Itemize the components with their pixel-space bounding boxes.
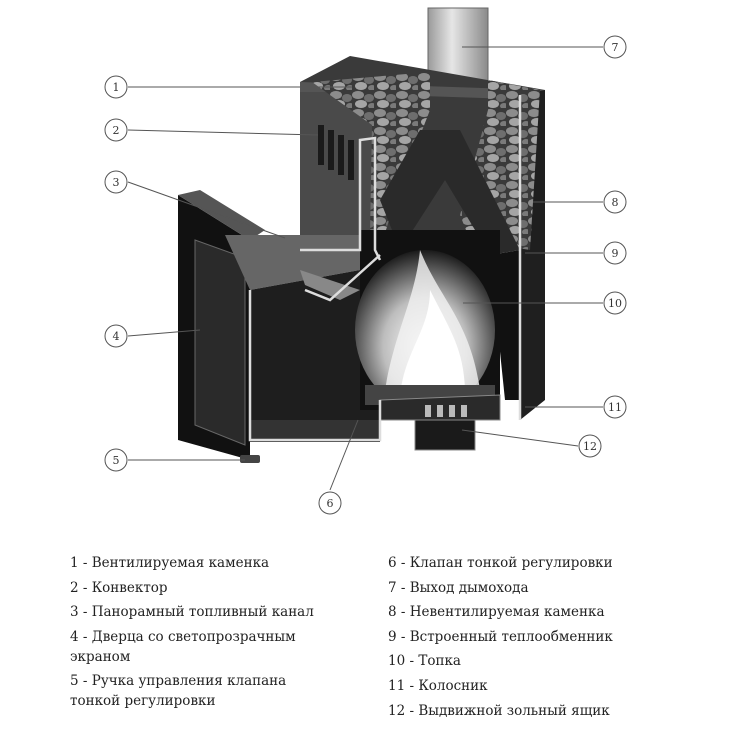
svg-text:10: 10 bbox=[608, 297, 622, 310]
callout-6: 6 bbox=[318, 491, 342, 515]
svg-text:2: 2 bbox=[113, 124, 120, 137]
svg-text:9: 9 bbox=[612, 247, 619, 260]
cutaway-outline bbox=[248, 95, 522, 442]
svg-text:8: 8 bbox=[612, 196, 619, 209]
svg-text:12: 12 bbox=[583, 440, 597, 453]
leader-lines bbox=[127, 46, 603, 491]
callout-4: 4 bbox=[104, 324, 128, 348]
legend-item-4: 4 - Дверца со светопрозрачным экраном bbox=[70, 628, 296, 665]
callout-12: 12 bbox=[578, 434, 602, 458]
svg-text:7: 7 bbox=[612, 41, 619, 54]
callout-11: 11 bbox=[603, 395, 627, 419]
ash-box bbox=[379, 394, 501, 451]
svg-text:1: 1 bbox=[113, 81, 120, 94]
grate bbox=[425, 405, 467, 417]
legend-item-10: 10 - Топка bbox=[388, 653, 461, 670]
callout-7: 7 bbox=[603, 35, 627, 59]
svg-text:3: 3 bbox=[113, 176, 120, 189]
svg-text:4: 4 bbox=[113, 330, 120, 343]
legend-item-9: 9 - Встроенный теплообменник bbox=[388, 628, 613, 645]
callout-2: 2 bbox=[104, 118, 128, 142]
callout-9: 9 bbox=[603, 241, 627, 265]
callout-5: 5 bbox=[104, 448, 128, 472]
legend-item-3: 3 - Панорамный топливный канал bbox=[70, 604, 314, 621]
legend-item-12: 12 - Выдвижной зольный ящик bbox=[388, 702, 610, 719]
legend-item-8: 8 - Невентилируемая каменка bbox=[388, 604, 605, 621]
callout-10: 10 bbox=[603, 291, 627, 315]
svg-text:5: 5 bbox=[113, 454, 120, 467]
callout-1: 1 bbox=[104, 75, 128, 99]
legend-item-6: 6 - Клапан тонкой регулировки bbox=[388, 555, 613, 571]
legend: 1 - Вентилируемая каменка 2 - Конвектор … bbox=[0, 553, 750, 743]
svg-text:11: 11 bbox=[608, 401, 622, 414]
stove-cutaway-diagram: 1 2 3 4 5 6 7 8 bbox=[104, 7, 627, 515]
callout-8: 8 bbox=[603, 190, 627, 214]
firebox-flame bbox=[355, 230, 500, 410]
svg-text:6: 6 bbox=[327, 497, 334, 510]
legend-item-7: 7 - Выход дымохода bbox=[388, 579, 529, 596]
control-handle bbox=[240, 455, 260, 463]
legend-left-column: 1 - Вентилируемая каменка 2 - Конвектор … bbox=[70, 553, 370, 716]
legend-item-11: 11 - Колосник bbox=[388, 677, 488, 694]
callout-3: 3 bbox=[104, 170, 128, 194]
legend-right-column: 6 - Клапан тонкой регулировки 7 - Выход … bbox=[388, 553, 718, 725]
legend-item-1: 1 - Вентилируемая каменка bbox=[70, 555, 270, 571]
ventilated-stones bbox=[312, 72, 430, 250]
legend-item-2: 2 - Конвектор bbox=[70, 579, 168, 596]
callouts: 1 2 3 4 5 6 7 8 bbox=[104, 35, 627, 515]
convector-grille bbox=[318, 125, 354, 180]
legend-item-5: 5 - Ручка управления клапана тонкой регу… bbox=[70, 673, 287, 710]
